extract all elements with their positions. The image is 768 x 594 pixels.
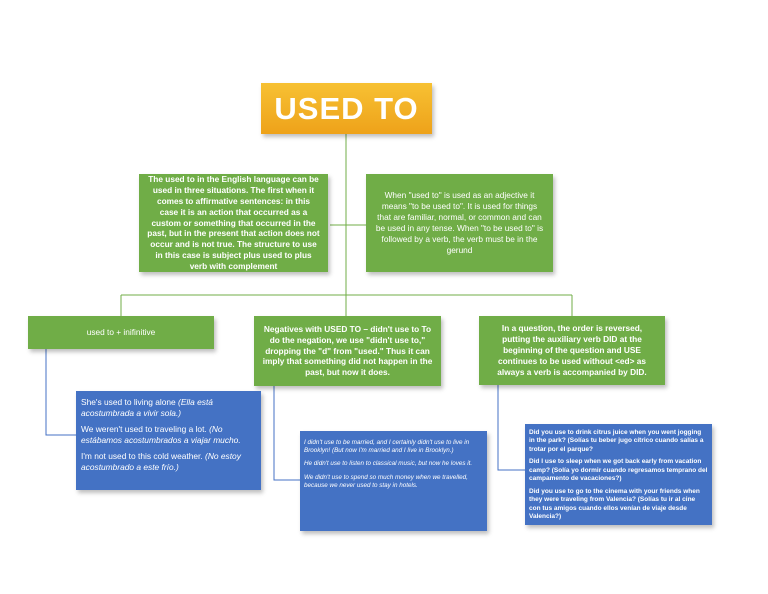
connector-negative-examples xyxy=(273,386,300,481)
question-box: In a question, the order is reversed, pu… xyxy=(479,316,665,385)
title-text: USED TO xyxy=(274,90,419,126)
negatives-text: Negatives with USED TO – didn't use to T… xyxy=(262,323,433,378)
adjective-box: When "used to" is used as an adjective i… xyxy=(366,174,553,272)
affirmative-text: The used to in the English language can … xyxy=(147,173,320,272)
infinitive-box: used to + inifinitive xyxy=(28,316,214,349)
example-item: I'm not used to this cold weather. (No e… xyxy=(81,450,241,472)
affirmative-box: The used to in the English language can … xyxy=(139,174,328,272)
negative-examples-box: I didn't use to be married, and I certai… xyxy=(300,431,487,531)
adjective-text: When "used to" is used as an adjective i… xyxy=(375,190,544,255)
example-item: Did you use to go to the cinema with you… xyxy=(529,487,700,520)
question-examples-box: Did you use to drink citrus juice when y… xyxy=(525,424,712,525)
example-item: Did I use to sleep when we got back earl… xyxy=(529,458,708,483)
example-item: She's used to living alone (Ella está ac… xyxy=(81,397,213,418)
example-item: We weren't used to traveling a lot. (No … xyxy=(81,423,241,445)
question-text: In a question, the order is reversed, pu… xyxy=(497,323,647,377)
connector-question-examples xyxy=(497,385,525,471)
example-item: We didn't use to spend so much money whe… xyxy=(304,473,468,489)
connector-infinitive-examples xyxy=(45,349,76,436)
negatives-box: Negatives with USED TO – didn't use to T… xyxy=(254,316,441,386)
example-item: Did you use to drink citrus juice when y… xyxy=(529,429,704,453)
example-item: He didn't use to listen to classical mus… xyxy=(304,460,473,468)
affirmative-examples-box: She's used to living alone (Ella está ac… xyxy=(76,391,261,490)
example-item: I didn't use to be married, and I certai… xyxy=(304,439,470,455)
infinitive-text: used to + inifinitive xyxy=(86,327,156,338)
title-box: USED TO xyxy=(261,83,432,134)
